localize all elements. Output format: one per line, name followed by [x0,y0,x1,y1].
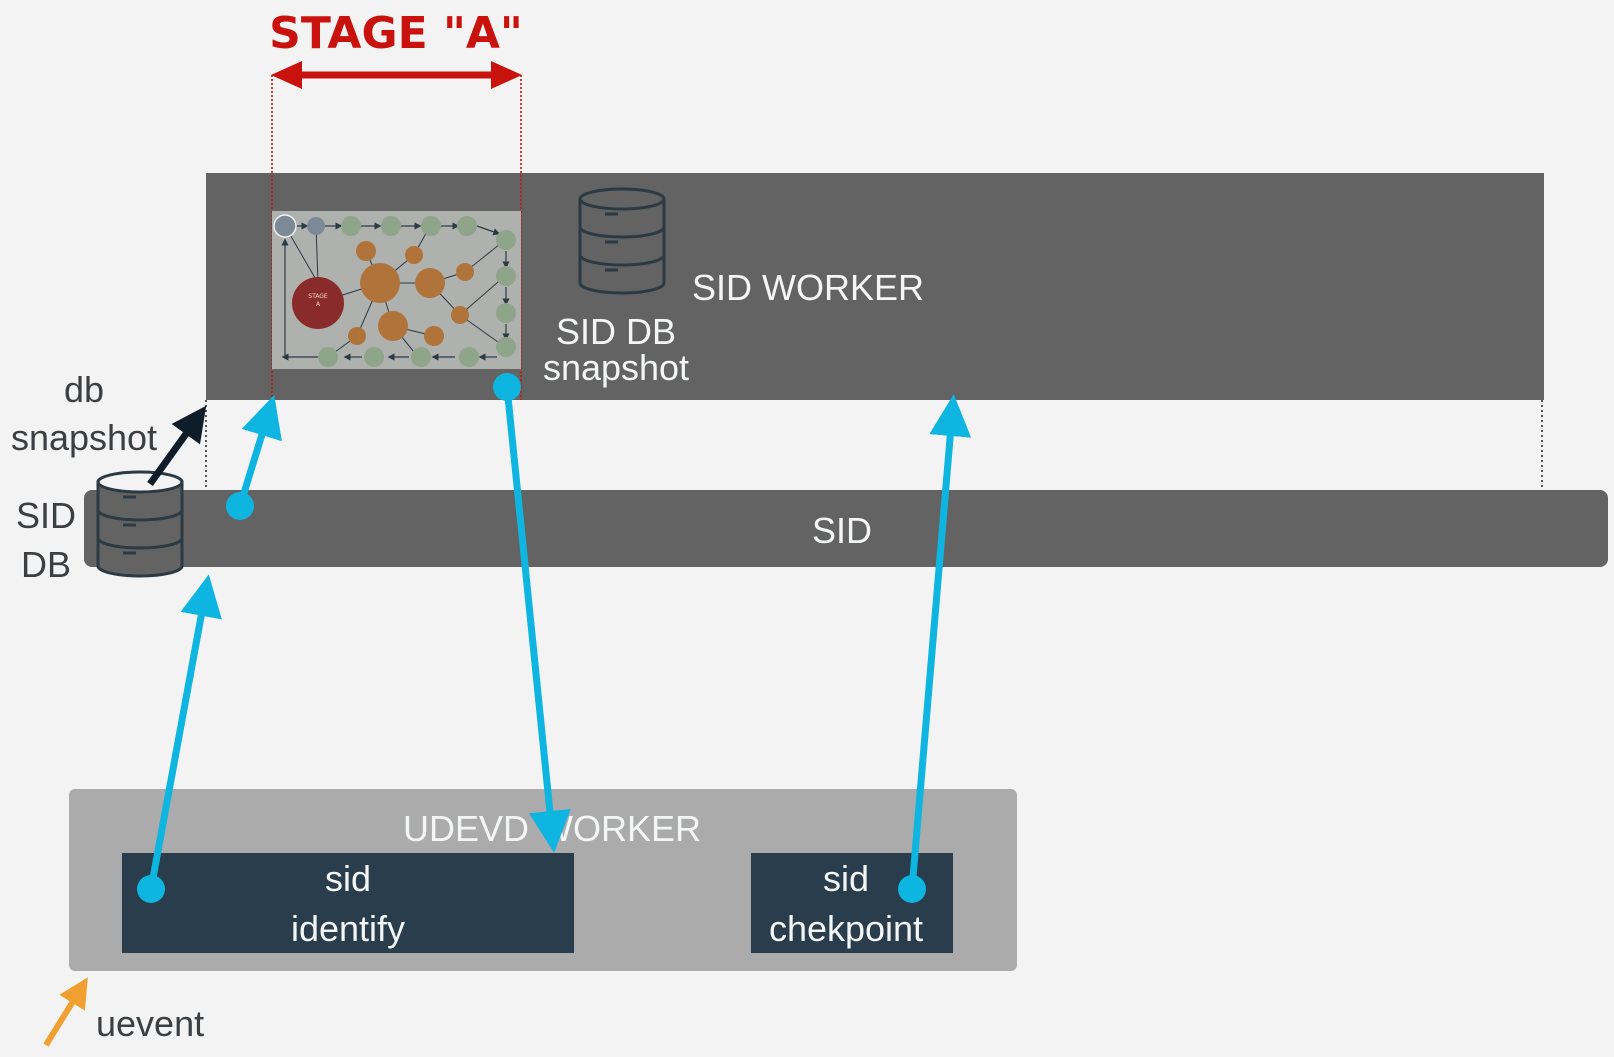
uevent-arrow [43,977,88,1047]
sid-db-snapshot-line2: snapshot [543,347,689,388]
sid-worker-label: SID WORKER [692,267,924,308]
db-snapshot-note-line1: db [64,369,104,410]
sid-db-line1: SID [16,495,76,536]
db-snapshot-note-line2: snapshot [11,417,157,458]
stage-graph-thumbnail: STAGE A [272,211,521,369]
sid-db-snapshot-icon [578,187,666,295]
sid-bar [84,490,1608,567]
uevent-label: uevent [96,1003,204,1044]
sid-identify-line2: identify [291,908,405,949]
flow-sid-to-stage [226,394,282,520]
flow-checkpoint-to-worker [898,394,972,903]
sid-identify-line1: sid [325,858,371,899]
sid-checkpoint-line1: sid [823,858,869,899]
sid-db-icon [96,470,184,578]
flow-stage-to-udevd [493,373,571,853]
sid-checkpoint-box [751,853,953,953]
sid-identify-box [122,853,574,953]
sid-label: SID [812,510,872,551]
stage-a-label: STAGE "A" [269,8,523,59]
stage-a-span-arrow [271,61,522,89]
svg-text:A: A [316,301,321,308]
sid-db-snapshot-line1: SID DB [556,311,676,352]
sid-db-line2: DB [21,544,71,585]
flow-identify-to-sid [137,574,222,903]
svg-text:STAGE: STAGE [308,293,328,300]
db-snapshot-arrow [147,405,207,487]
sid-checkpoint-line2: chekpoint [769,908,923,949]
